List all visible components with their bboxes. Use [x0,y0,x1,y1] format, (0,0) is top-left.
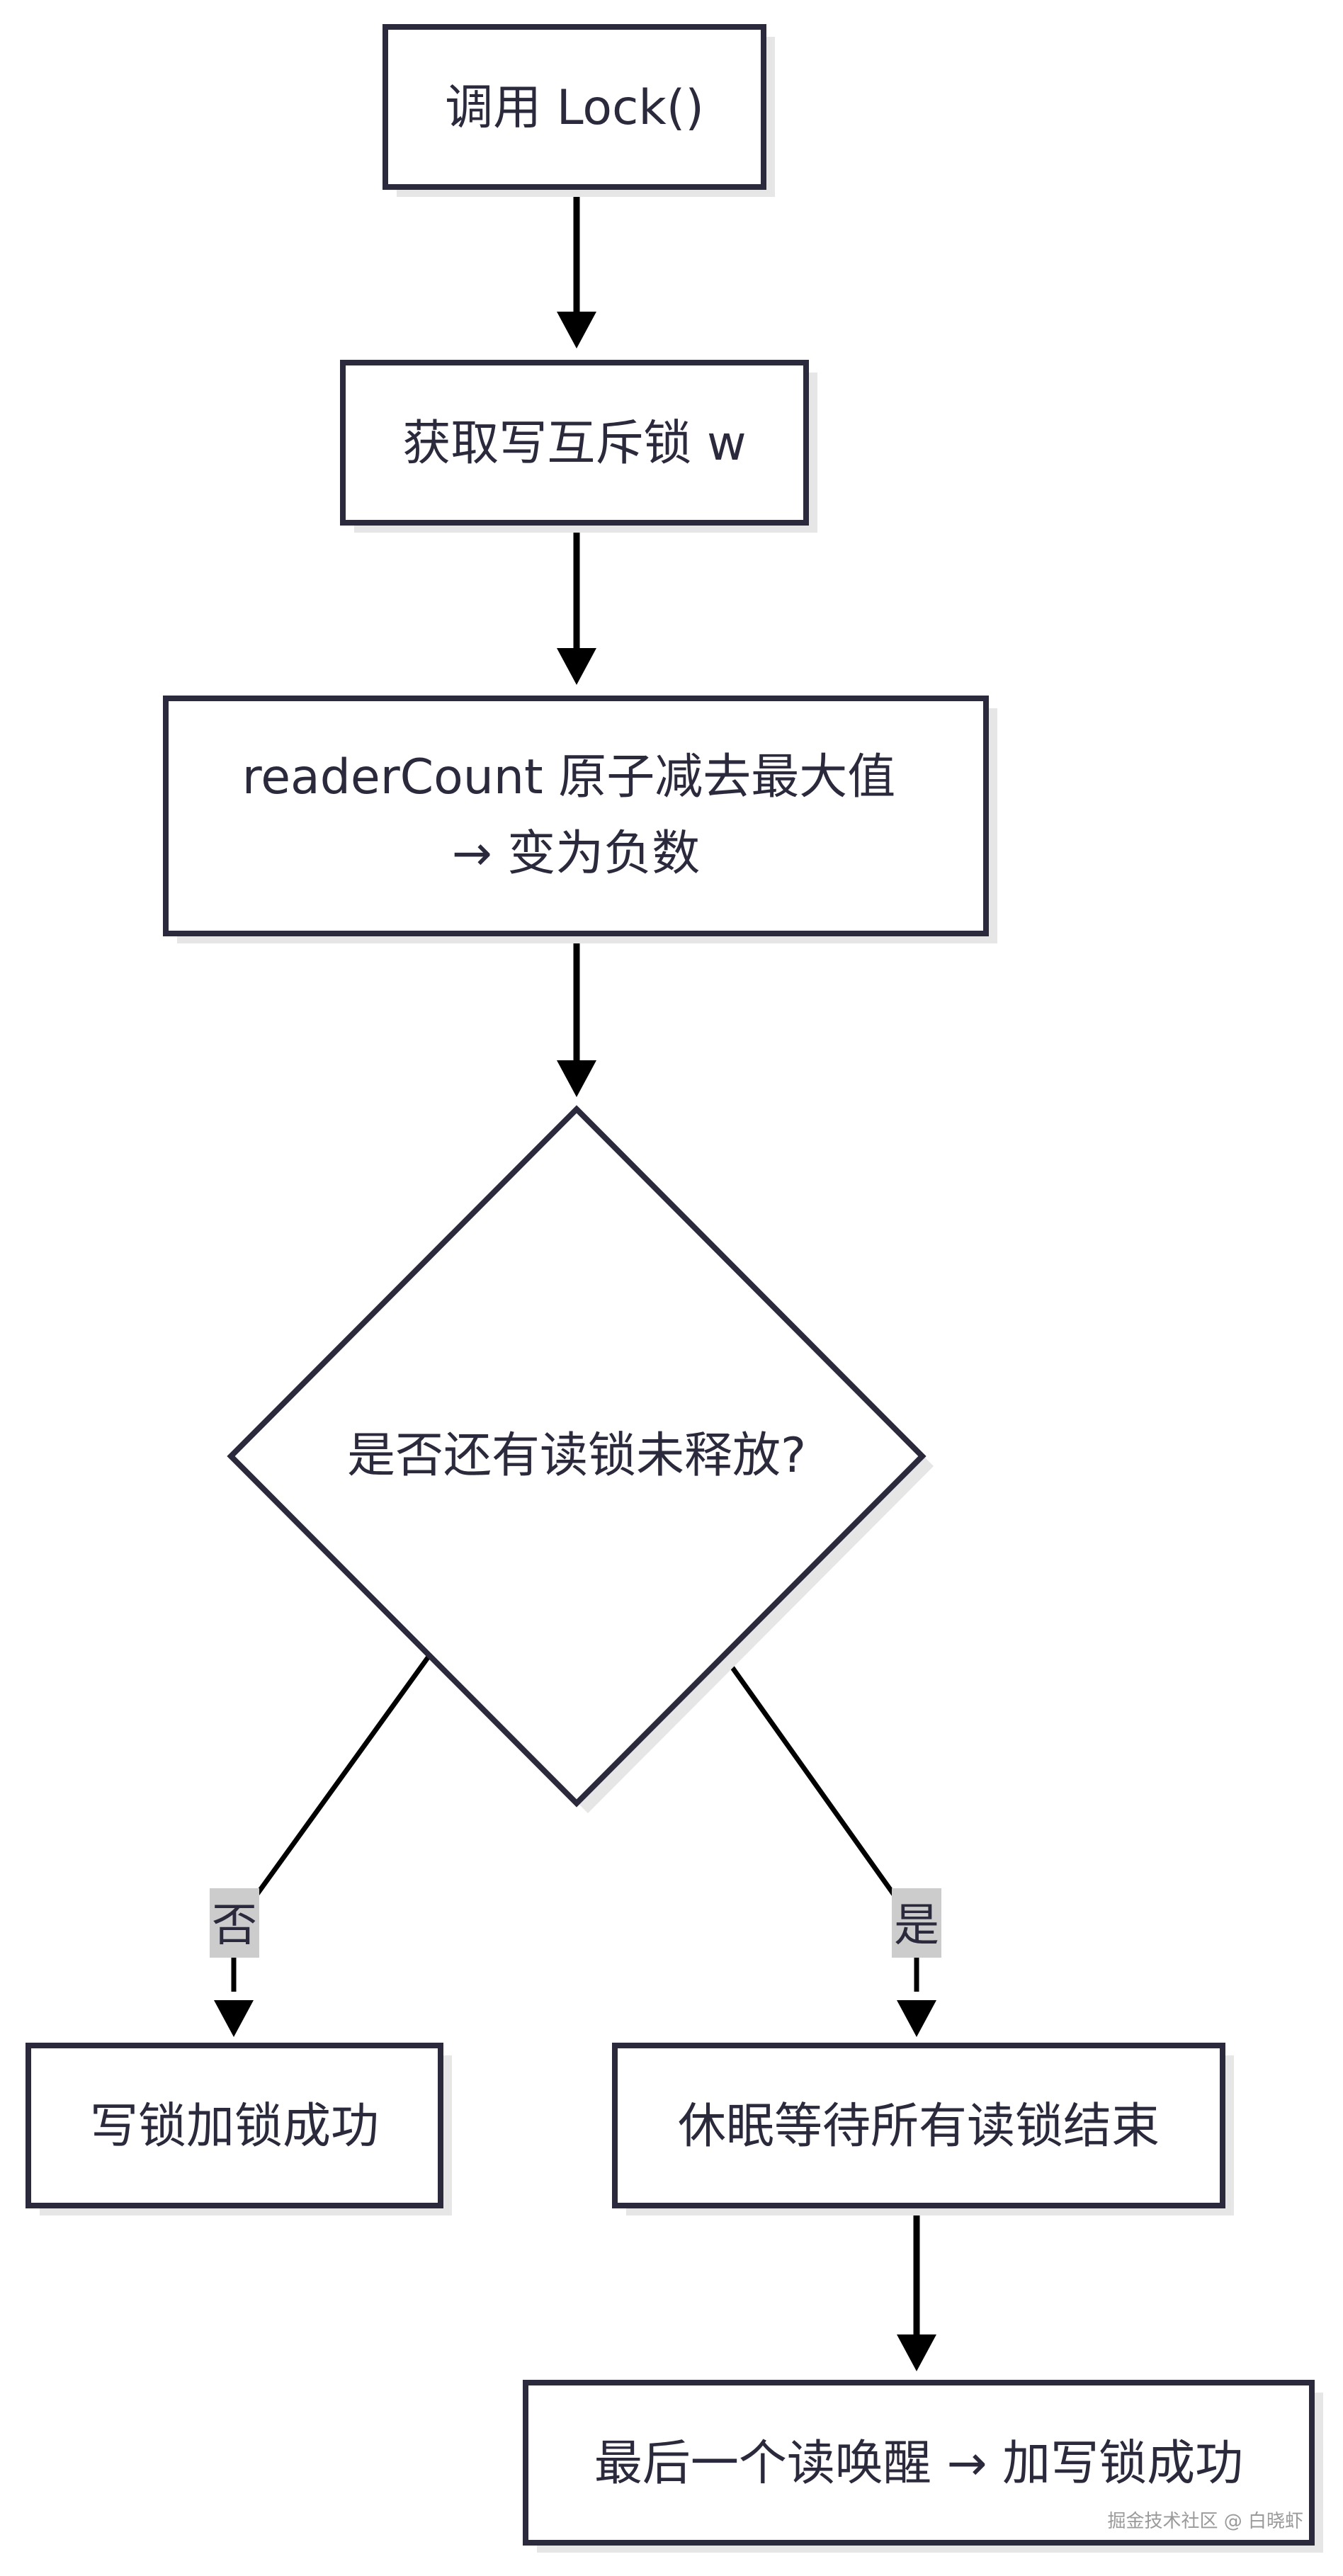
node-write-lock-success-text: 写锁加锁成功 [90,2099,379,2155]
node-reader-count-line1: readerCount 原子减去最大值 [242,749,895,805]
edge-label-no: 否 [210,1888,259,1958]
edge-decision-yes [719,1650,919,1992]
edge-decision-no [231,1650,434,1992]
edge-label-yes: 是 [892,1888,941,1958]
arrow-head-6 [897,2334,936,2371]
arrow-head-3 [557,1060,596,1097]
node-acquire-mutex: 获取写互斥锁 w [340,360,817,533]
edge-label-yes-text: 是 [894,1900,939,1952]
watermark: 掘金技术社区 @ 白晓虾 [1107,2511,1303,2532]
node-sleep-wait: 休眠等待所有读锁结束 [612,2043,1234,2215]
node-decision: 是否还有读锁未释放? [227,1105,934,1813]
node-last-reader-wakes-text: 最后一个读唤醒 → 加写锁成功 [594,2436,1243,2492]
node-sleep-wait-text: 休眠等待所有读锁结束 [678,2099,1160,2155]
edge-label-no-text: 否 [212,1900,257,1952]
arrow-head-5 [897,2000,936,2037]
arrow-head-2 [557,648,596,685]
node-call-lock: 调用 Lock() [382,24,775,197]
node-acquire-mutex-text: 获取写互斥锁 w [402,416,746,472]
arrow-head-1 [557,312,596,348]
node-decision-text: 是否还有读锁未释放? [347,1428,806,1484]
node-write-lock-success: 写锁加锁成功 [26,2043,452,2215]
arrow-head-4 [214,2000,254,2037]
node-last-reader-wakes: 最后一个读唤醒 → 加写锁成功 [523,2380,1323,2553]
node-call-lock-text: 调用 Lock() [445,80,704,136]
node-reader-count: readerCount 原子减去最大值 → 变为负数 [163,696,997,943]
node-reader-count-line2: → 变为负数 [452,826,701,882]
